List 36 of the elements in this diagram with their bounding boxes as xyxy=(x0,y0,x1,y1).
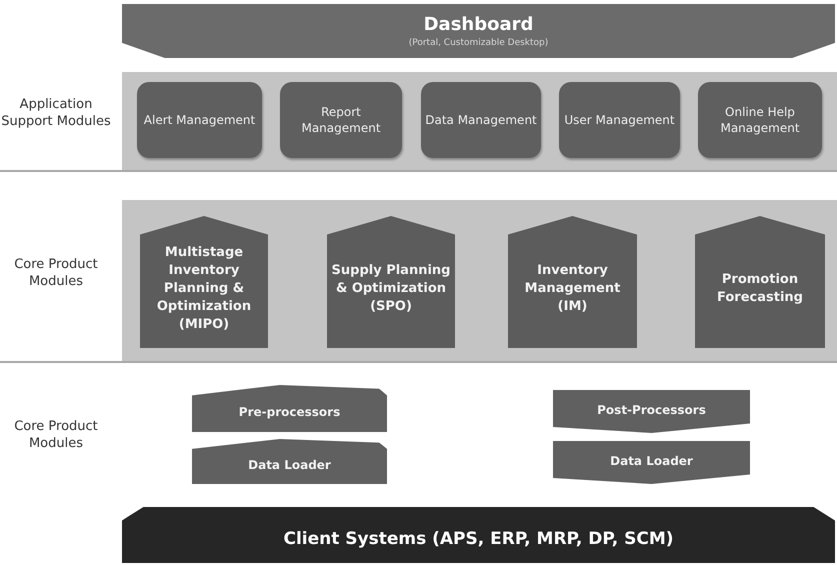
module-box xyxy=(280,82,402,158)
processor-box xyxy=(553,390,750,433)
product-module-box xyxy=(327,216,455,348)
product-module-box xyxy=(508,216,637,348)
module-label: Client Systems (APS, ERP, MRP, DP, SCM) xyxy=(283,528,674,550)
module-label: Supply Planning & Optimization (SPO) xyxy=(331,262,451,316)
section-label: Core Product Modules xyxy=(13,418,99,452)
section-label: Core Product Modules xyxy=(13,256,99,290)
module-label: Dashboard xyxy=(424,13,534,37)
module-label: Post-Processors xyxy=(597,402,706,418)
module-label: Alert Management xyxy=(144,112,256,128)
dashboard-band xyxy=(122,4,835,58)
module-box xyxy=(421,82,541,158)
module-box xyxy=(698,82,822,158)
client-systems-band xyxy=(122,507,835,563)
module-box xyxy=(559,82,680,158)
module-label: Inventory Management (IM) xyxy=(524,262,622,316)
module-label: Report Management xyxy=(300,104,382,136)
product-module-box xyxy=(695,216,825,348)
module-label: User Management xyxy=(564,112,675,128)
processor-box xyxy=(553,441,750,484)
module-label: Data Management xyxy=(425,112,537,128)
module-label: Multistage Inventory Planning & Optimization (MIPO) xyxy=(156,244,252,334)
module-band xyxy=(0,200,837,363)
subtitle: (Portal, Customizable Desktop) xyxy=(408,37,548,49)
module-label: Online Help Management xyxy=(719,104,801,136)
product-module-box xyxy=(140,216,268,348)
section-label: Application Support Modules xyxy=(0,96,112,130)
module-band xyxy=(0,72,837,172)
processor-box xyxy=(192,439,387,484)
processor-box xyxy=(192,385,387,432)
module-label: Pre-processors xyxy=(238,404,340,420)
module-box xyxy=(137,82,262,158)
module-label: Data Loader xyxy=(610,452,693,468)
module-label: Promotion Forecasting xyxy=(716,271,804,307)
module-label: Data Loader xyxy=(248,456,331,472)
